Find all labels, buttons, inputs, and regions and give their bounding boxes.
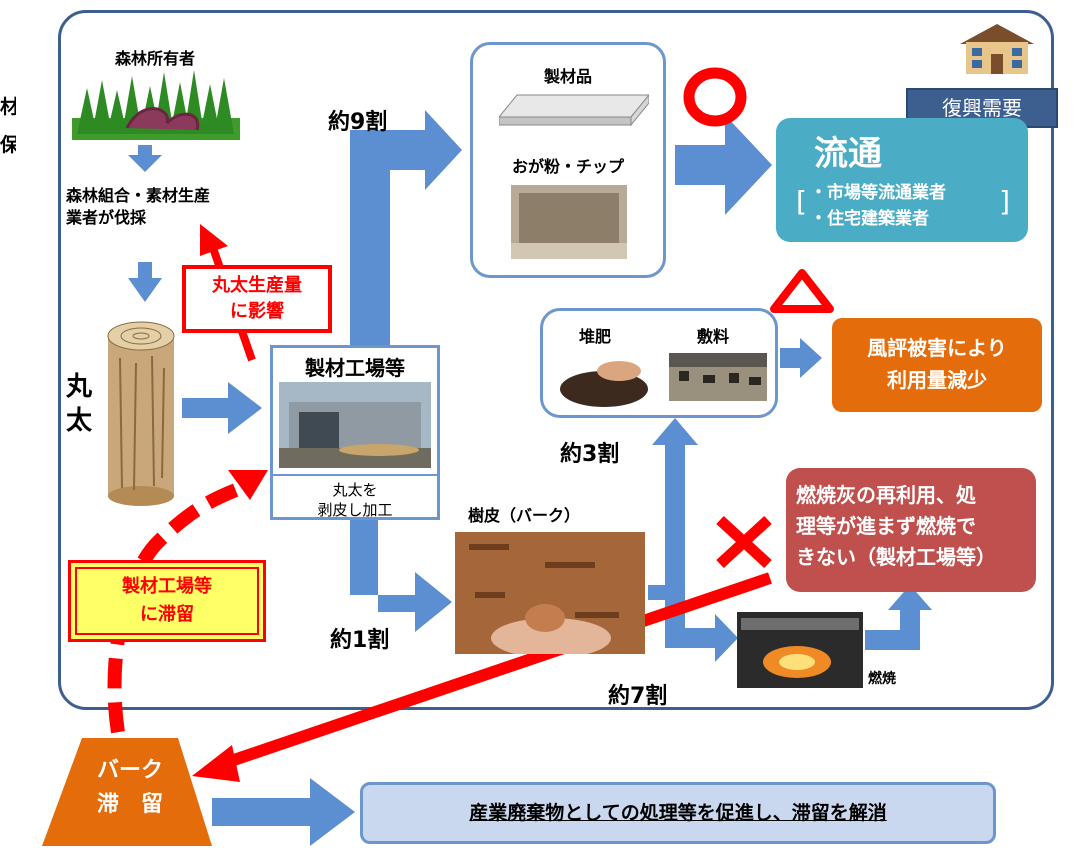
forest-owner-label: 森林所有者 [114, 49, 195, 68]
distribution-title: 流通 [814, 134, 882, 174]
red-dashed-arrowhead [228, 470, 268, 500]
red-dashed-return [107, 478, 251, 778]
cutter-label: 森林組合・素材生産 業者が伐採 [66, 185, 210, 229]
sawmill-title: 製材工場等 [305, 356, 405, 380]
distribution-bracket-right: ] [999, 185, 1010, 218]
arrow-log-to-sawmill [182, 382, 262, 434]
log-label-2: 太 [66, 406, 93, 436]
sawmill-box: 製材工場等 丸太を 剥皮し加工 [270, 345, 440, 520]
bark-photo [455, 532, 645, 654]
red-arrow-to-pile [223, 572, 772, 769]
arrow-owner-to-cutter [128, 145, 162, 172]
ng-cross-icon [716, 515, 772, 569]
bark-label: 樹皮（バーク） [468, 506, 581, 525]
arrow-compost-to-reputation [780, 338, 822, 378]
cutter-line-1: 森林組合・素材生産 [66, 186, 211, 205]
bark-pile-line-2: 滞 留 [96, 792, 163, 817]
bark-pile-shape [42, 738, 212, 846]
ratio-7: 約7割 [608, 684, 668, 709]
arrow-incineration-to-problem [865, 585, 932, 650]
products-box: 製材品 おが粉・チップ [470, 42, 666, 278]
warning-triangle-icon [770, 269, 834, 313]
arrow-bark-to-compost [648, 418, 698, 600]
ok-circle-icon [683, 67, 747, 127]
bedding-photo [669, 353, 767, 401]
arrow-products-to-distribution [675, 115, 772, 215]
incineration-problem-box: 燃焼灰の再利用、処 理等が進まず燃焼で きない（製材工場等） [786, 468, 1036, 592]
problem-line-1: 燃焼灰の再利用、処 [796, 483, 976, 507]
arrow-pile-to-solution [212, 778, 355, 846]
forest-icon [72, 70, 240, 140]
log-label: 丸 太 [66, 370, 92, 438]
side-text-2: 保 [0, 134, 16, 156]
distribution-bracket-left: [ [796, 185, 807, 218]
ratio-9: 約9割 [328, 110, 388, 135]
sawdust-label: おが粉・チップ [511, 157, 624, 176]
sawmill-photo [279, 382, 431, 468]
cutter-line-2: 業者が伐採 [66, 208, 147, 227]
stagnation-line-1: 製材工場等 [122, 576, 212, 597]
solution-box: 産業廃棄物としての処理等を促進し、滞留を解消 [360, 782, 996, 844]
side-text-1: 材 [0, 96, 16, 118]
problem-line-3: きない（製材工場等） [796, 545, 996, 569]
log-image [107, 321, 175, 506]
reputation-line-2: 利用量減少 [887, 368, 987, 392]
distribution-item-1: ・市場等流通業者 [810, 183, 946, 203]
stagnation-callout: 製材工場等 に滞留 [68, 560, 266, 642]
stagnation-line-2: に滞留 [140, 604, 194, 625]
reputation-damage-box: 風評被害により 利用量減少 [832, 318, 1042, 412]
problem-line-2: 理等が進まず燃焼で [796, 514, 976, 538]
bedding-label: 敷料 [697, 327, 730, 346]
arrow-sawmill-to-bark [350, 520, 452, 632]
bark-pile-line-1: バーク [96, 758, 163, 783]
sawmill-caption: 丸太を 剥皮し加工 [273, 474, 437, 520]
sawmill-caption-2: 剥皮し加工 [317, 501, 393, 519]
sawdust-photo [511, 185, 627, 259]
lumber-label: 製材品 [543, 67, 592, 86]
incineration-photo [737, 612, 863, 688]
house-icon [960, 24, 1034, 74]
log-production-line-1: 丸太生産量 [212, 275, 302, 296]
reputation-line-1: 風評被害により [867, 336, 1007, 360]
bark-pile-label: バーク 滞 留 [40, 754, 220, 822]
lumber-image [499, 94, 649, 127]
incineration-label: 燃焼 [868, 671, 896, 687]
compost-photo [557, 349, 651, 407]
log-production-callout: 丸太生産量 に影響 [182, 265, 332, 333]
log-label-1: 丸 [66, 372, 93, 402]
distribution-box: 流通 [ ] ・市場等流通業者 ・住宅建築業者 [776, 118, 1028, 242]
arrow-cutter-to-log [128, 262, 162, 302]
distribution-items: ・市場等流通業者 ・住宅建築業者 [810, 180, 946, 232]
sawmill-caption-1: 丸太を [332, 481, 378, 499]
ratio-1: 約1割 [330, 628, 390, 653]
arrow-sawmill-to-products [350, 110, 462, 345]
solution-text: 産業廃棄物としての処理等を促進し、滞留を解消 [469, 802, 887, 824]
compost-box: 堆肥 敷料 [540, 308, 778, 418]
ratio-3: 約3割 [560, 442, 620, 467]
log-production-line-2: に影響 [230, 301, 284, 322]
compost-label: 堆肥 [579, 327, 612, 346]
distribution-item-2: ・住宅建築業者 [810, 209, 929, 229]
